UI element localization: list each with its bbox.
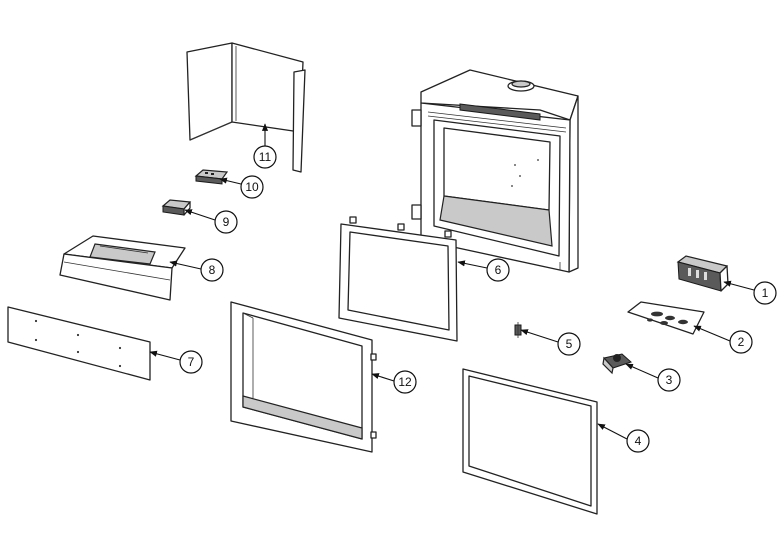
callout-3: 3 (657, 368, 681, 392)
callout-9: 9 (214, 210, 238, 234)
part-7-flat-panel (7, 306, 151, 381)
part-12-surround-frame (230, 301, 377, 453)
part-11-refractory-panels (186, 42, 306, 173)
part-8-log-tray (59, 235, 186, 301)
callout-12-label: 12 (398, 375, 412, 389)
callout-1-label: 1 (762, 286, 769, 300)
callout-5-label: 5 (566, 337, 573, 351)
callout-5: 5 (557, 332, 581, 356)
callout-6-label: 6 (495, 263, 502, 277)
part-6-trim-frame (338, 216, 458, 342)
callout-2-label: 2 (738, 335, 745, 349)
callout-11-label: 11 (259, 150, 272, 164)
fireplace-firebox (411, 69, 579, 273)
callout-7-label: 7 (188, 355, 195, 369)
part-9-receiver-module (161, 199, 192, 216)
callout-7: 7 (179, 350, 203, 374)
part-10-switch-block (194, 169, 229, 185)
callout-4-label: 4 (635, 434, 642, 448)
callout-11: 11 (253, 145, 277, 169)
callout-10-label: 10 (245, 180, 259, 194)
part-4-glass-frame (462, 368, 598, 515)
callout-9-label: 9 (223, 215, 230, 229)
part-1-connector-block (676, 255, 729, 292)
leader-lines (149, 123, 755, 440)
callout-12: 12 (393, 370, 417, 394)
callout-3-label: 3 (666, 373, 673, 387)
callout-4: 4 (626, 429, 650, 453)
callout-8-label: 8 (209, 263, 216, 277)
callout-8: 8 (200, 258, 224, 282)
part-5-pilot-part (514, 322, 522, 338)
callout-1: 1 (753, 281, 777, 305)
callout-10: 10 (240, 175, 264, 199)
callout-6: 6 (486, 258, 510, 282)
callout-2: 2 (729, 330, 753, 354)
part-2-burner-plate (627, 301, 705, 335)
part-3-gas-valve (602, 353, 632, 375)
